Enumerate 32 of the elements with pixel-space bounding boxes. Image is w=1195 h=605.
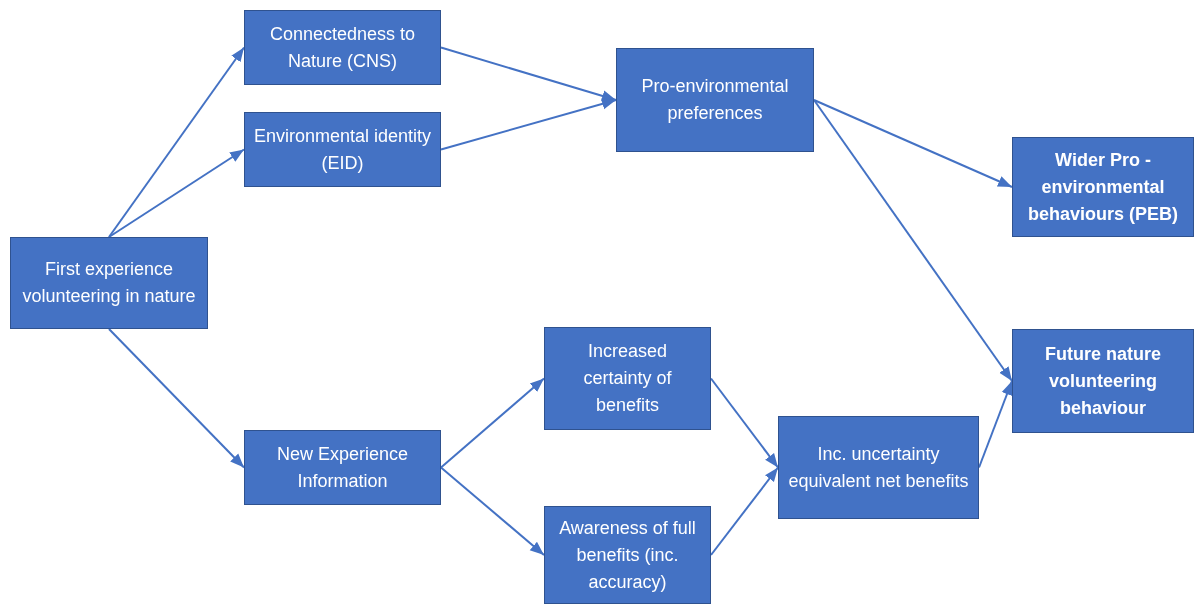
box-label: First experience volunteering in nature bbox=[21, 258, 197, 308]
process-box bbox=[1012, 329, 1194, 433]
process-box bbox=[544, 327, 711, 430]
box-label: Awareness of full benefits (inc. accuracy) bbox=[558, 516, 697, 594]
box-label: Pro-environmental preferences bbox=[640, 75, 790, 125]
box-label: Increased certainty of benefits bbox=[582, 340, 673, 417]
box-label: Future nature volunteering behaviour bbox=[1044, 342, 1162, 420]
arrow bbox=[108, 148, 245, 238]
process-box bbox=[616, 48, 814, 152]
process-box bbox=[244, 112, 441, 187]
arrow bbox=[710, 466, 779, 556]
process-box bbox=[10, 237, 208, 329]
arrow bbox=[440, 46, 617, 102]
arrow bbox=[440, 98, 617, 151]
box-label: New Experience Information bbox=[275, 442, 410, 493]
process-box bbox=[778, 416, 979, 519]
arrow bbox=[978, 380, 1013, 469]
arrow bbox=[440, 377, 545, 469]
process-box bbox=[1012, 137, 1194, 237]
arrow bbox=[710, 377, 779, 469]
arrow bbox=[813, 99, 1013, 382]
arrow bbox=[813, 99, 1013, 188]
box-label: Environmental identity (EID) bbox=[253, 124, 432, 175]
process-box bbox=[244, 430, 441, 505]
process-box bbox=[544, 506, 711, 604]
box-label: Connectedness to Nature (CNS) bbox=[268, 22, 417, 73]
arrow bbox=[440, 466, 545, 556]
process-box bbox=[244, 10, 441, 85]
arrow bbox=[108, 46, 245, 238]
box-label: Wider Pro - environmental behaviours (PEB) bbox=[1027, 148, 1179, 226]
box-label: Inc. uncertainty equivalent net benefits bbox=[787, 442, 970, 493]
arrow bbox=[108, 328, 245, 469]
